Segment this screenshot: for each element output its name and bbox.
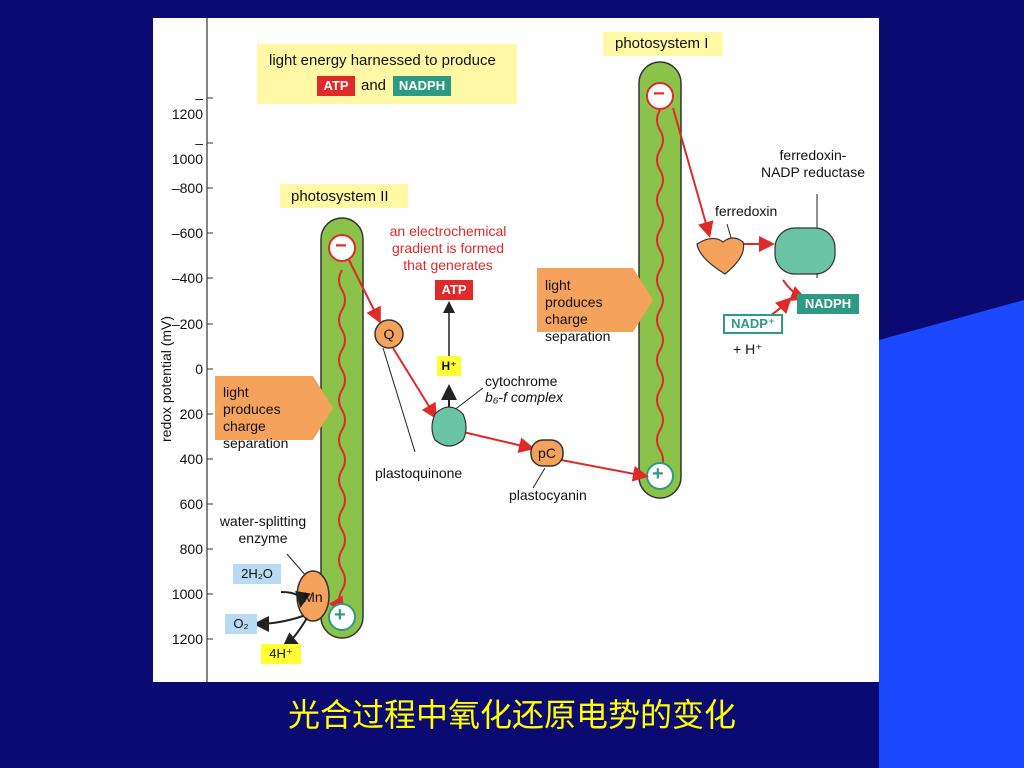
gradient-note-line2: gradient is formed	[391, 240, 505, 256]
cytochrome-shape	[431, 406, 467, 447]
pc-carrier	[530, 439, 564, 467]
mid-arrow-text-2: produces	[545, 294, 603, 310]
psii-plus-sign: +	[334, 604, 346, 626]
tick-label: 1000	[171, 586, 203, 602]
slide-caption: 光合过程中氧化还原电势的变化	[287, 696, 736, 734]
psi-column	[638, 61, 682, 499]
tick-label: 200	[179, 406, 203, 422]
left-arrow-text-3: charge	[223, 418, 266, 434]
psi-label: photosystem I	[615, 35, 709, 52]
middle-light-arrow	[537, 268, 653, 332]
psi-plus-sign: +	[652, 463, 664, 485]
mid-arrow-text-1: light	[545, 277, 571, 293]
header-atp-badge: ATP	[317, 76, 355, 96]
ferredoxin-label: ferredoxin	[715, 203, 778, 219]
gradient-note-line3: that generates	[403, 257, 493, 273]
header-box	[257, 44, 517, 104]
gradient-note-line1: an electrochemical	[389, 223, 507, 239]
header-and: and	[361, 77, 387, 94]
ferredoxin-shape	[696, 237, 745, 275]
tick-label: –1000	[171, 135, 203, 167]
tick-label: –1200	[171, 90, 203, 122]
y-axis-ticks	[207, 97, 213, 640]
cytochrome-label-2: b₆-f complex	[485, 389, 563, 405]
mn-label: Mn	[303, 589, 323, 605]
plastocyanin-label: plastocyanin	[509, 487, 587, 503]
psi-label-bg	[603, 32, 723, 56]
psi-minus-circle	[646, 82, 674, 110]
h-plus-badge: H⁺	[437, 356, 461, 376]
psii-plus-circle	[328, 603, 356, 631]
psii-minus-sign: −	[335, 235, 347, 257]
header-text: light energy harnessed to produce	[269, 52, 496, 69]
plastoquinone-label: plastoquinone	[375, 465, 463, 481]
plus-h-text: + H⁺	[733, 341, 763, 357]
water-enzyme-label-1: water-splitting	[219, 513, 307, 529]
mid-arrow-text-4: separation	[545, 328, 611, 344]
tick-label: 600	[179, 496, 203, 512]
fnr-label-2: NADP reductase	[760, 164, 865, 180]
tick-label: –400	[171, 270, 203, 286]
psii-label: photosystem II	[291, 188, 389, 205]
protons-badge: 4H⁺	[261, 644, 301, 664]
tick-label: 400	[179, 451, 203, 467]
diagram-graphics	[206, 18, 836, 682]
left-arrow-text-1: light	[223, 384, 249, 400]
gradient-atp-badge: ATP	[435, 280, 473, 300]
tick-label: 800	[179, 541, 203, 557]
cytochrome-label-1: cytochrome	[485, 373, 558, 389]
mid-arrow-text-3: charge	[545, 311, 588, 327]
tick-label: –600	[171, 225, 203, 241]
tick-label: 0	[195, 361, 203, 377]
tick-label: –800	[171, 180, 203, 196]
nadph-product: NADPH	[797, 294, 859, 314]
oxygen-molecule: O₂	[225, 614, 257, 634]
psi-wavy-line	[656, 109, 664, 471]
psi-minus-sign: −	[653, 83, 665, 105]
psii-minus-circle	[328, 234, 356, 262]
header-nadph-badge: NADPH	[393, 76, 451, 96]
fnr-label-1: ferredoxin-	[779, 147, 847, 163]
q-label: Q	[383, 326, 395, 342]
y-axis-title: redox potential (mV)	[158, 315, 174, 442]
fnr-shape	[774, 227, 836, 275]
psii-label-bg	[280, 184, 408, 208]
water-molecule: 2H₂O	[233, 564, 281, 584]
left-light-arrow	[215, 376, 333, 440]
q-carrier	[374, 319, 404, 349]
water-enzyme-label-2: enzyme	[238, 530, 288, 546]
left-arrow-text-2: produces	[223, 401, 281, 417]
psii-wavy-line	[328, 269, 346, 614]
left-arrow-text-4: separation	[223, 435, 289, 451]
pc-label: pC	[538, 445, 556, 461]
nadp-plus-box: NADP⁺	[723, 314, 783, 334]
tick-label: 1200	[171, 631, 203, 647]
tick-label: –200	[171, 316, 203, 332]
diagram-panel: –1200 –1000 –800 –600 –400 –200 0 200 40…	[153, 18, 879, 682]
